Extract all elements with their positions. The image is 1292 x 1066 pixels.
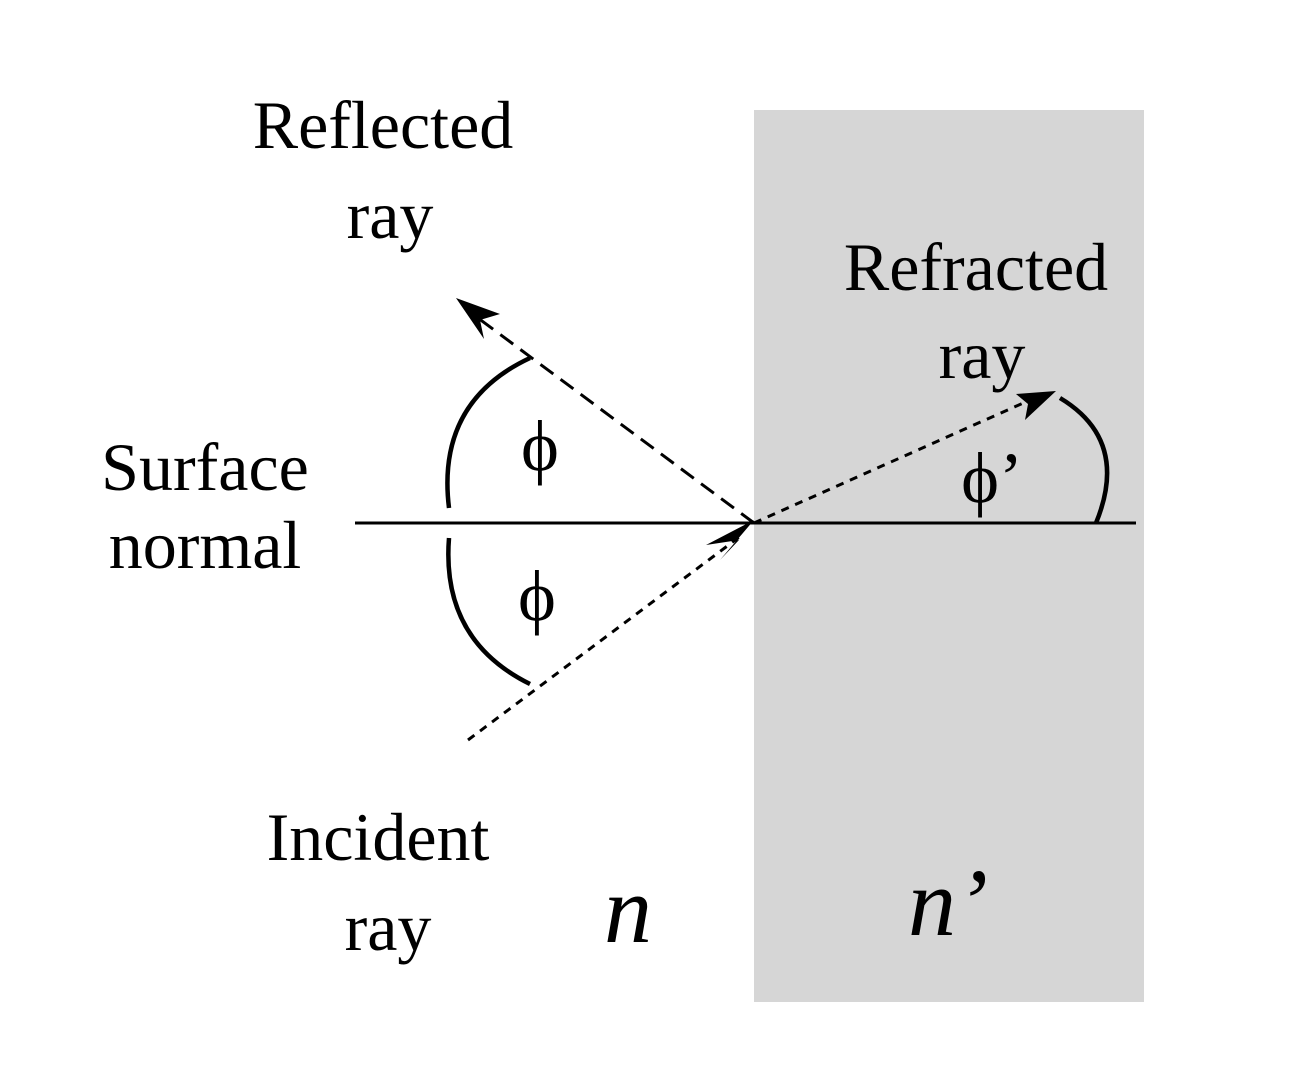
reflected-angle-arc [445,355,531,509]
reflected-ray-line [477,316,755,525]
surface-normal-label-line2: normal [109,507,302,583]
surface-normal-label-line1: Surface [101,429,309,505]
second-medium-region [754,110,1144,1002]
refracted-ray-label-line1: Refracted [844,229,1108,305]
refracted-ray-line [753,398,1031,525]
refracted-angle-label: ϕ’ [961,438,1023,518]
refracted-ray-arrowhead [1016,391,1056,420]
incident-ray-label-line2: ray [345,889,432,965]
incident-ray-label-line1: Incident [267,799,490,875]
reflected-ray-label-line1: Reflected [253,87,514,163]
incident-angle-arc [446,537,531,687]
incident-ray-arrowhead [706,520,754,560]
incident-ray-line [467,533,743,742]
medium1-index-label: n [604,856,652,963]
reflected-angle-label: ϕ [521,406,559,486]
refracted-ray-label-line2: ray [939,317,1026,393]
reflected-ray-label-line2: ray [347,177,434,253]
reflected-ray-arrowhead [456,298,500,339]
refracted-angle-arc [1058,396,1110,524]
incident-angle-label: ϕ [518,556,556,636]
medium2-index-label: n’ [908,849,988,956]
